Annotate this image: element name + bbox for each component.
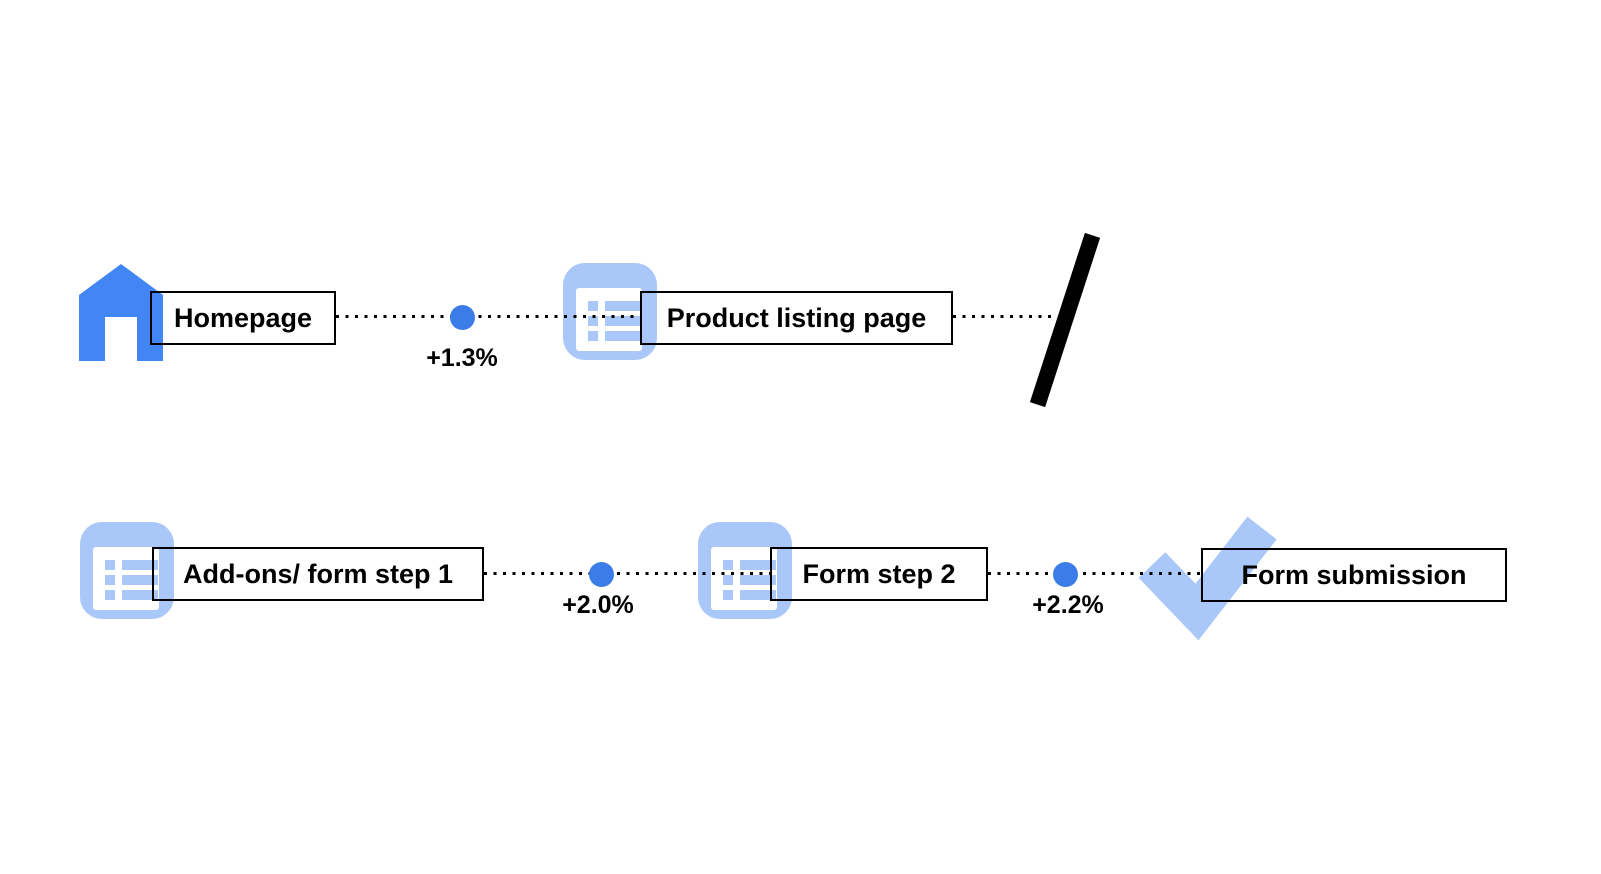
break-slash-mark bbox=[1029, 232, 1101, 408]
uplift-dot bbox=[450, 305, 475, 330]
step-box-form-submission: Form submission bbox=[1201, 548, 1507, 602]
step-box-addons-form-step-1: Add-ons/ form step 1 bbox=[152, 547, 484, 601]
list-icon-sheet bbox=[711, 547, 777, 610]
step-box-homepage: Homepage bbox=[150, 291, 336, 345]
step-label: Form step 2 bbox=[802, 558, 956, 589]
home-icon bbox=[79, 264, 163, 361]
uplift-label: +2.0% bbox=[562, 591, 634, 619]
step-label: Homepage bbox=[173, 302, 313, 333]
step-label: Form submission bbox=[1241, 559, 1467, 590]
list-icon bbox=[80, 522, 174, 619]
list-icon-sheet bbox=[93, 547, 159, 610]
step-label: Product listing page bbox=[666, 302, 927, 333]
step-box-form-step-2: Form step 2 bbox=[770, 547, 988, 601]
flow-dotted-line bbox=[484, 572, 770, 575]
uplift-label: +2.2% bbox=[1032, 591, 1104, 619]
step-label: Add-ons/ form step 1 bbox=[182, 558, 453, 589]
flow-dotted-line bbox=[988, 572, 1201, 575]
list-icon-sheet bbox=[576, 288, 642, 351]
uplift-dot bbox=[589, 562, 614, 587]
list-icon bbox=[698, 522, 792, 619]
flow-dotted-line bbox=[953, 315, 1051, 318]
check-icon bbox=[1115, 490, 1295, 640]
flow-dotted-line bbox=[336, 315, 640, 318]
step-box-product-listing: Product listing page bbox=[640, 291, 953, 345]
uplift-label: +1.3% bbox=[426, 344, 498, 372]
uplift-dot bbox=[1053, 562, 1078, 587]
